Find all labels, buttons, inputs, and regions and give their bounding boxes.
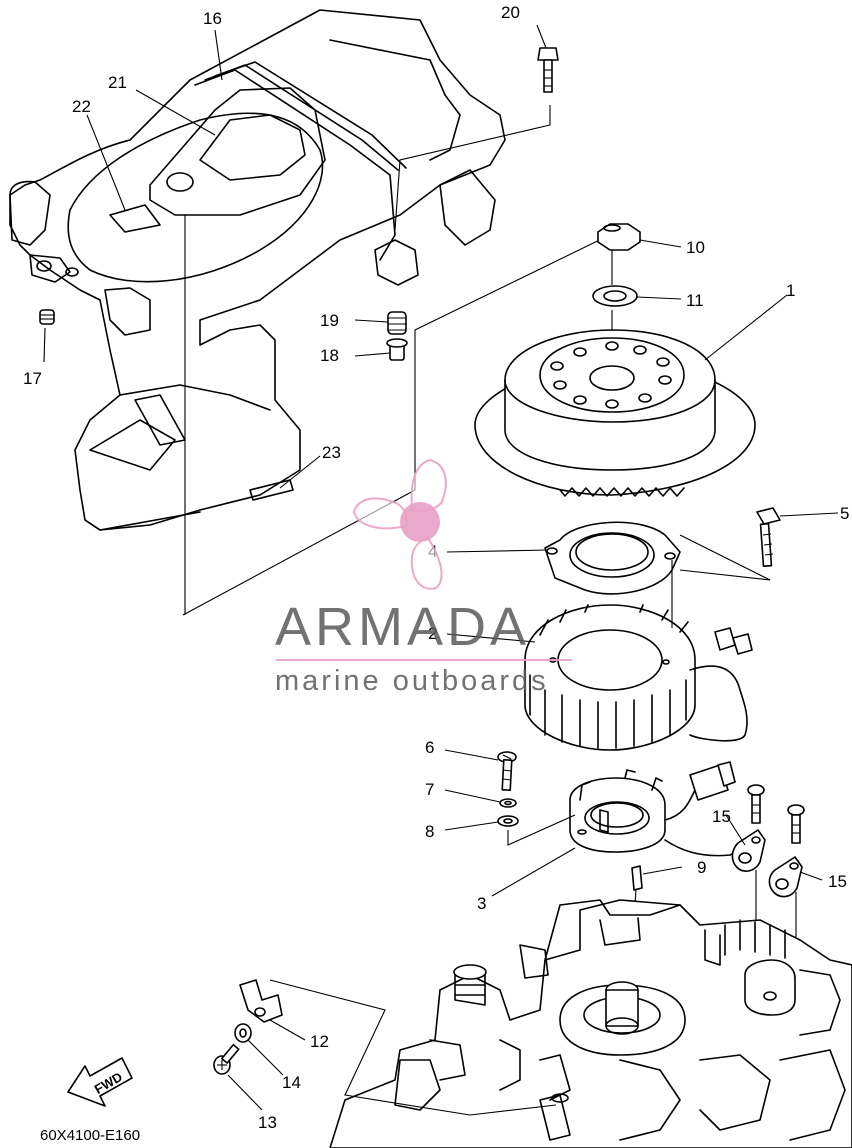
callout-17: 17 — [23, 369, 42, 388]
grommet-19 — [387, 311, 407, 335]
clamp-15-left — [731, 829, 766, 872]
callout-23: 23 — [322, 443, 341, 462]
nut-10 — [597, 223, 641, 251]
washer-8 — [497, 815, 519, 827]
screw-6 — [497, 751, 517, 791]
callout-20: 20 — [501, 3, 520, 22]
washer-14 — [234, 1023, 252, 1043]
flywheel-cover — [9, 9, 506, 531]
bolt-5-leader-lower — [679, 569, 771, 581]
flywheel-rotor — [474, 329, 756, 497]
callout-leaders — [43, 24, 839, 1111]
callout-1: 1 — [786, 281, 795, 300]
bolt-15-left — [747, 784, 765, 824]
bracket-12-frame — [269, 979, 557, 1116]
callout-15-left: 15 — [712, 807, 731, 826]
callout-16: 16 — [203, 9, 222, 28]
grommet-17 — [39, 309, 55, 325]
diagram-code: 60X4100-E160 — [40, 1127, 140, 1144]
watermark: ARMADA marine outboards — [275, 458, 572, 697]
callout-22: 22 — [72, 97, 91, 116]
callout-3: 3 — [477, 894, 486, 913]
callout-labels: 1 2 3 4 5 6 7 8 9 10 11 12 13 14 15 15 1… — [23, 3, 849, 1132]
bracket-12 — [239, 979, 283, 1023]
callout-15-right: 15 — [828, 872, 847, 891]
callout-21: 21 — [108, 73, 127, 92]
fwd-arrow-icon: FWD — [67, 1057, 133, 1107]
callout-8: 8 — [425, 822, 434, 841]
callout-13: 13 — [258, 1113, 277, 1132]
callout-18: 18 — [320, 346, 339, 365]
stator-coil-2 — [524, 604, 753, 751]
pulser-coil-3 — [569, 761, 741, 857]
key-9 — [631, 865, 643, 891]
bolt-15-right — [787, 804, 805, 844]
bolt-20-leader-line — [394, 105, 551, 231]
cover-outline-frame — [182, 229, 621, 616]
lock-washer-7 — [499, 798, 517, 808]
watermark-tagline: marine outboards — [275, 665, 549, 697]
propeller-logo-icon — [352, 458, 447, 590]
callout-7: 7 — [425, 780, 434, 799]
clamp-15-right — [768, 856, 803, 898]
callout-10: 10 — [686, 238, 705, 257]
callout-2: 2 — [428, 624, 437, 643]
collar-18 — [386, 338, 408, 361]
washer-11 — [592, 285, 638, 307]
callout-19: 19 — [320, 311, 339, 330]
watermark-brand: ARMADA — [275, 597, 530, 657]
screw-13 — [213, 1043, 240, 1075]
bolt-5-leader — [679, 534, 771, 581]
screw-6-leader — [507, 814, 576, 846]
bolt-5 — [756, 507, 781, 568]
engine-block — [329, 899, 852, 1148]
callout-9: 9 — [697, 858, 706, 877]
callout-6: 6 — [425, 738, 434, 757]
callout-12: 12 — [310, 1032, 329, 1051]
base-plate-4 — [544, 521, 681, 595]
bolt-20 — [537, 47, 559, 93]
callout-5: 5 — [840, 504, 849, 523]
callout-11: 11 — [686, 291, 704, 310]
callout-14: 14 — [282, 1073, 301, 1092]
